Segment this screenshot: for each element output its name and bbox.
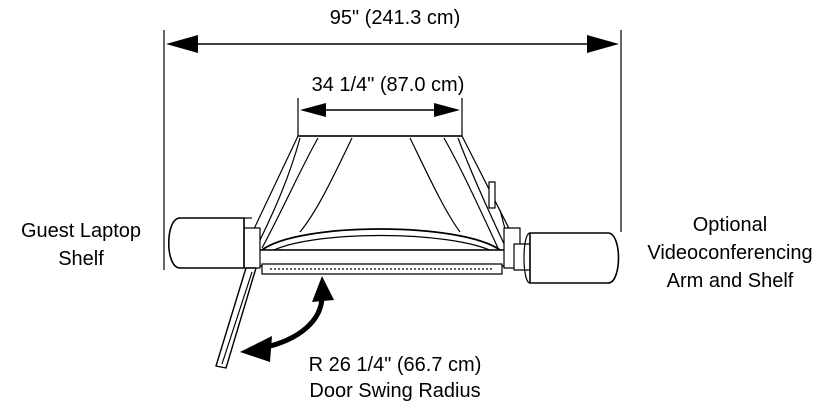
guest-laptop-shelf-cylinder	[168, 217, 252, 269]
videoconferencing-arm-line-3: Arm and Shelf	[666, 270, 794, 292]
arrowhead-right	[587, 35, 619, 53]
door-swing-radius-label: R 26 1/4" (66.7 cm)	[308, 354, 482, 376]
arrowhead-left	[166, 35, 198, 53]
desk-base	[243, 227, 531, 275]
videoconferencing-arm-cylinder	[523, 232, 620, 284]
door-swing-caption: Door Swing Radius	[309, 380, 481, 402]
swinging-door	[215, 267, 257, 369]
door-swing-arrow	[240, 276, 334, 362]
arrowhead-up	[312, 276, 334, 302]
arrowhead-left	[300, 103, 326, 117]
videoconferencing-arm-line-2: Videoconferencing	[647, 242, 813, 264]
videoconferencing-arm-label: Optional Videoconferencing Arm and Shelf	[630, 213, 830, 293]
videoconferencing-arm-line-1: Optional	[692, 214, 768, 236]
guest-laptop-shelf-line-1: Guest Laptop	[20, 220, 142, 242]
overall-width-label: 95" (241.3 cm)	[329, 7, 461, 29]
guest-laptop-shelf-label: Guest Laptop Shelf	[6, 219, 156, 271]
arrowhead-right	[434, 103, 460, 117]
arrowhead-left	[240, 336, 272, 362]
overall-width-dimension	[163, 30, 622, 270]
cabinet-body	[243, 135, 521, 253]
top-width-label: 34 1/4" (87.0 cm)	[311, 74, 465, 96]
top-width-dimension	[297, 98, 463, 137]
guest-laptop-shelf-line-2: Shelf	[58, 248, 104, 270]
